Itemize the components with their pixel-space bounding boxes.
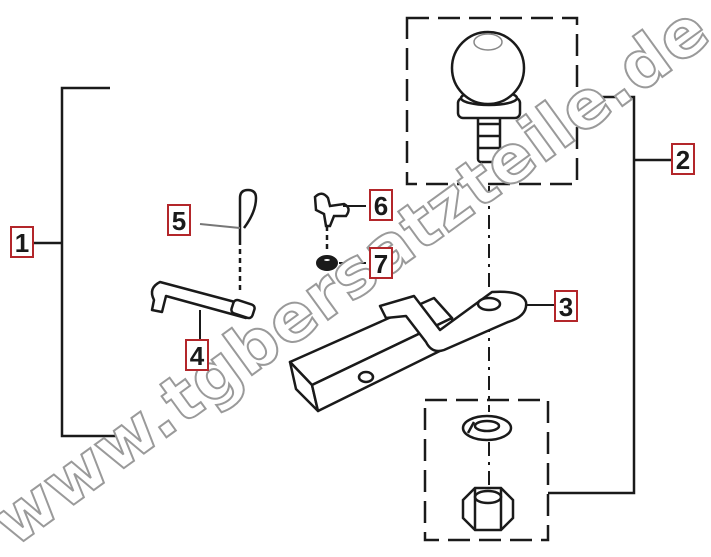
hitch-pin — [150, 280, 256, 320]
lock-washer — [461, 414, 513, 442]
callout-6: 6 — [369, 189, 393, 221]
callout-5-label: 5 — [172, 206, 186, 236]
callout-2-label: 2 — [676, 145, 690, 175]
callout-1: 1 — [10, 226, 34, 258]
callout-7: 7 — [369, 247, 393, 279]
bracket-2 — [548, 95, 672, 495]
drawbar — [288, 290, 528, 413]
callout-6-label: 6 — [374, 191, 388, 221]
callout-4-label: 4 — [190, 341, 205, 371]
callout-2: 2 — [671, 143, 695, 175]
callout-5: 5 — [167, 204, 191, 236]
hex-nut — [461, 486, 515, 532]
spring-clip — [238, 188, 258, 290]
small-nut — [316, 255, 338, 271]
callout-3: 3 — [554, 290, 578, 322]
bracket-1 — [33, 86, 128, 438]
tow-ball — [450, 30, 526, 164]
callout-7-label: 7 — [374, 249, 388, 279]
leader-lines — [199, 205, 555, 340]
towball-group-box — [405, 16, 579, 186]
callout-1-label: 1 — [15, 228, 29, 258]
nut-group-box — [423, 398, 550, 542]
callout-3-label: 3 — [559, 292, 573, 322]
callout-4: 4 — [185, 339, 209, 371]
